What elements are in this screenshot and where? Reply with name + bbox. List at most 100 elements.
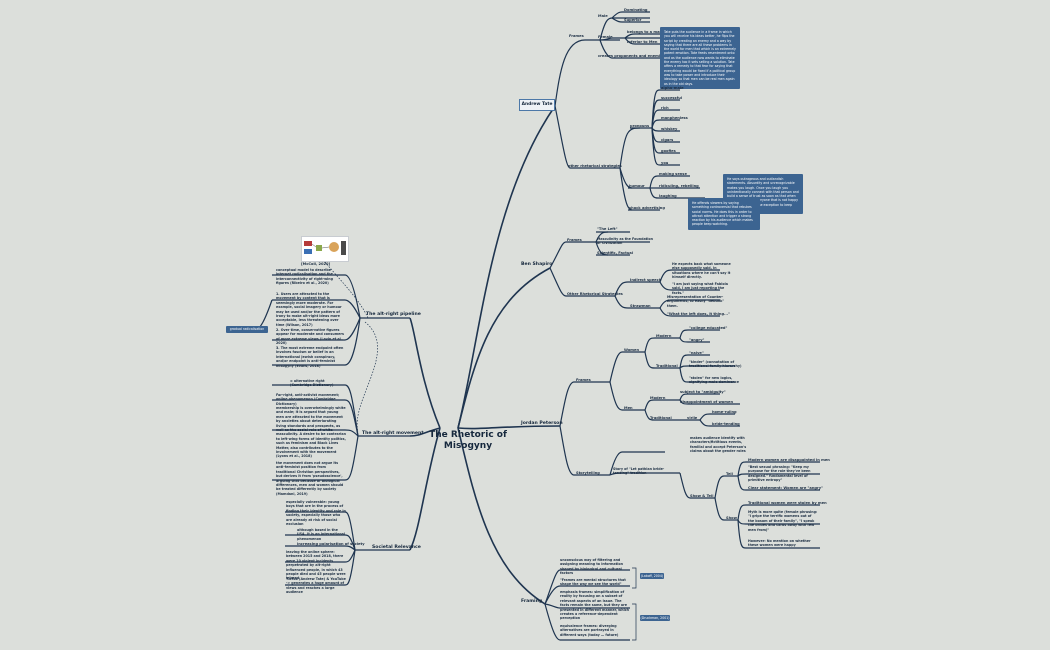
- peterson-story-item[interactable]: Story of "Let pathian bride-tending" tra…: [613, 467, 665, 476]
- peterson-traditional-2[interactable]: "stolen" for new logics, signifying male…: [689, 376, 739, 385]
- shapiro-strawman-0[interactable]: Misrepresentation of Counter-Arguments, …: [667, 295, 725, 308]
- peterson-tell-2[interactable]: Clear statement: Women are "angry": [748, 486, 823, 490]
- peterson-modern-0[interactable]: "college educated": [689, 326, 728, 330]
- peterson-traditional-label[interactable]: Traditional: [656, 364, 678, 368]
- tate-female-label[interactable]: Female: [598, 35, 613, 39]
- central-title-line2: Misogyny: [443, 441, 493, 451]
- pipeline-item-3[interactable]: 3. The most extreme endpoint often invol…: [276, 346, 344, 368]
- branch-societal-relevance[interactable]: Societal Relevance: [372, 545, 421, 550]
- tate-humour-1[interactable]: ridiculing, rebelling: [659, 184, 699, 188]
- peterson-men-traditional-label[interactable]: Traditional: [650, 416, 672, 420]
- shapiro-strawman-1[interactable]: "What the left does, it thing...": [667, 312, 730, 316]
- shapiro-strawman-label[interactable]: Strawman: [630, 304, 651, 308]
- peterson-show-0[interactable]: Traditional women were stolen by men: [748, 501, 827, 505]
- tate-humour-label[interactable]: humour: [629, 184, 645, 188]
- peterson-men-modern-1[interactable]: disappointment of women: [680, 400, 734, 404]
- connector-lines: [254, 11, 820, 641]
- tate-pronoun-2[interactable]: rich: [661, 106, 669, 110]
- tate-pronoun-0[interactable]: alpha-male: [661, 86, 684, 90]
- movement-item-3[interactable]: the movement does not argue its anti-fem…: [276, 461, 344, 496]
- movement-item-2[interactable]: membership is overwhelmingly white and m…: [276, 406, 346, 459]
- shapiro-frame-0[interactable]: "The Left": [597, 227, 618, 231]
- societal-item-2[interactable]: increasing polarisation of society: [297, 542, 365, 546]
- shapiro-other-label[interactable]: Other Rhetorical Strategies: [567, 292, 623, 296]
- central-topic[interactable]: The Rhetoric of Misogyny: [428, 430, 508, 452]
- shapiro-frames-label[interactable]: Frames: [567, 238, 582, 242]
- peterson-men-modern-0[interactable]: subject to "ambiguity": [680, 390, 726, 394]
- peterson-story-top[interactable]: makes audience identify with characters/…: [690, 436, 747, 454]
- tate-pronoun-4[interactable]: whiskey: [661, 127, 678, 131]
- peterson-show-1[interactable]: Myth is more quite (female phrasing: "I …: [748, 510, 818, 532]
- tate-pronouns-label[interactable]: pronouns: [630, 124, 650, 128]
- tate-humour-2[interactable]: laughing: [659, 194, 677, 198]
- tate-frames-extra[interactable]: creates proponents and enemies: [598, 54, 665, 58]
- peterson-tell-0[interactable]: Modern women are disappointed in men: [748, 458, 830, 462]
- branch-andrew-tate-label: Andrew Tate: [521, 102, 553, 107]
- tate-pronoun-1[interactable]: successful: [661, 96, 683, 100]
- tate-male-label[interactable]: Male: [598, 14, 608, 18]
- peterson-men-label[interactable]: Men: [624, 406, 633, 410]
- tate-humour-0[interactable]: making sense: [659, 172, 687, 176]
- tate-female-item-0[interactable]: belongs to a man: [627, 30, 663, 34]
- framing-item-3[interactable]: equivalence frames: diverging alternativ…: [560, 624, 619, 637]
- tate-pronoun-3[interactable]: manpheniess: [661, 116, 688, 120]
- peterson-virile-1[interactable]: bride-tending: [712, 422, 740, 426]
- pipeline-diagram-icon: [304, 241, 346, 255]
- peterson-show-label[interactable]: Show: [726, 516, 737, 520]
- peterson-women-label[interactable]: Women: [624, 348, 640, 352]
- tate-other-label[interactable]: other rhetorical strategies: [568, 164, 622, 168]
- shapiro-frame-1[interactable]: Masculinity as the Foundation of Civiliz…: [597, 237, 654, 246]
- shapiro-frame-2[interactable]: Scientific, Factual: [597, 251, 634, 255]
- peterson-virile-label[interactable]: virile: [687, 416, 698, 420]
- societal-item-4[interactable]: TikTok (Andrew Tate) & YouTube -> genera…: [286, 577, 346, 595]
- societal-item-3[interactable]: leaving the online sphere: between 2015 …: [286, 550, 346, 581]
- tate-shock-label[interactable]: shock advertising: [629, 206, 665, 210]
- peterson-tell-label[interactable]: Tell: [726, 472, 733, 476]
- pipeline-source[interactable]: [McColl, 2020]: [301, 262, 331, 266]
- pipeline-item-0[interactable]: conceptual model to describe internet ra…: [276, 268, 334, 286]
- framing-item-2[interactable]: emphasis frames: simplification of reali…: [560, 590, 629, 621]
- peterson-modern-label[interactable]: Modern: [656, 334, 672, 338]
- central-title-line1: The Rhetoric of: [429, 430, 507, 440]
- tate-pronoun-7[interactable]: you: [661, 161, 669, 165]
- peterson-storytelling-label[interactable]: Storytelling: [576, 471, 600, 475]
- branch-framing[interactable]: Framing: [521, 599, 543, 604]
- framing-ref-lakoff: (Lakoff, 2004): [640, 573, 664, 579]
- branch-ben-shapiro[interactable]: Ben Shapiro: [521, 262, 553, 267]
- pipeline-item-1[interactable]: 1. Users are attracted to the movement b…: [276, 292, 342, 327]
- framing-item-1[interactable]: "Frames are mental structures that shape…: [560, 578, 626, 587]
- tate-frames-label[interactable]: Frames: [569, 34, 584, 38]
- framing-ref-druckman: (Druckman, 2001): [640, 615, 670, 621]
- shapiro-indirect-1[interactable]: "I am just saying what Fabiola said, I a…: [672, 282, 729, 295]
- tate-pronoun-5[interactable]: cigars: [661, 138, 674, 142]
- peterson-virile-0[interactable]: home-ruling: [712, 410, 737, 414]
- tate-female-item-1[interactable]: Inferior to Men: [627, 40, 658, 44]
- shapiro-indirect-0[interactable]: He expects back what someone else suppos…: [672, 262, 731, 280]
- societal-item-0[interactable]: especially vulnerable: young boys that a…: [286, 500, 346, 527]
- shapiro-indirect-label[interactable]: Indirect speech: [630, 278, 662, 282]
- peterson-traditional-1[interactable]: "kinder" (connotation of traditional fam…: [689, 360, 742, 369]
- pipeline-item-2[interactable]: 2. Over time, conservative figures appea…: [276, 328, 344, 346]
- pipeline-side-badge: gradual radicalisation: [226, 326, 268, 333]
- branch-alt-right-movement[interactable]: The alt-right movement: [362, 431, 424, 436]
- societal-item-1[interactable]: although based in the USA, it is an inte…: [297, 528, 346, 541]
- tate-male-item-1[interactable]: Superior: [624, 18, 642, 22]
- pipeline-thumbnail-image: [301, 236, 349, 262]
- peterson-men-modern-label[interactable]: Modern: [650, 396, 666, 400]
- branch-alt-right-pipeline[interactable]: The alt-right pipeline: [366, 312, 421, 317]
- movement-item-1[interactable]: Far-right, anti-activist movement; onlin…: [276, 393, 340, 406]
- tate-humour-note-2: He offends viewers by saying something c…: [688, 198, 760, 230]
- peterson-traditional-0[interactable]: "naive": [689, 351, 704, 355]
- framing-item-0[interactable]: unconscious way of filtering and assigni…: [560, 558, 623, 576]
- peterson-frames-label[interactable]: Frames: [576, 378, 591, 382]
- peterson-show-2[interactable]: However: No mention on whether these wom…: [748, 539, 811, 548]
- tate-male-item-0[interactable]: Dominating: [624, 8, 648, 12]
- peterson-show-tell-label[interactable]: Show & Tell: [690, 494, 714, 498]
- branch-andrew-tate[interactable]: Andrew Tate: [519, 99, 555, 111]
- peterson-modern-1[interactable]: "angry": [689, 338, 705, 342]
- tate-frames-note: Tate puts the audience in a frame in whi…: [660, 27, 740, 89]
- peterson-tell-1[interactable]: "Best sexual phrasing: "Keep my purpose …: [748, 465, 811, 483]
- movement-item-0[interactable]: = alternative right (Cambridge Dictionar…: [290, 379, 334, 388]
- branch-jordan-peterson[interactable]: Jordan Peterson: [521, 421, 563, 426]
- tate-pronoun-6[interactable]: goofies: [661, 149, 676, 153]
